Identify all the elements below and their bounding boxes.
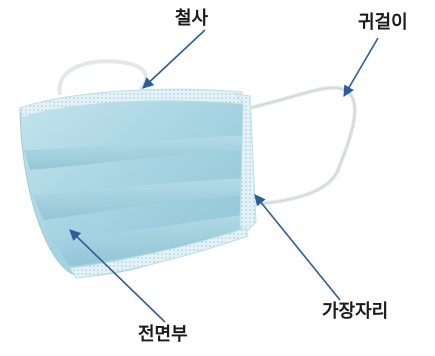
- label-edge: 가장자리: [322, 303, 388, 321]
- pointer-nose-wire: [143, 30, 205, 88]
- label-ear-loop: 귀걸이: [358, 14, 408, 32]
- label-front-panel: 전면부: [138, 326, 188, 344]
- ear-loop-front: [250, 88, 355, 204]
- pointer-ear-loop: [344, 38, 378, 96]
- label-nose-wire: 철사: [175, 10, 208, 28]
- pointer-edge: [255, 195, 340, 300]
